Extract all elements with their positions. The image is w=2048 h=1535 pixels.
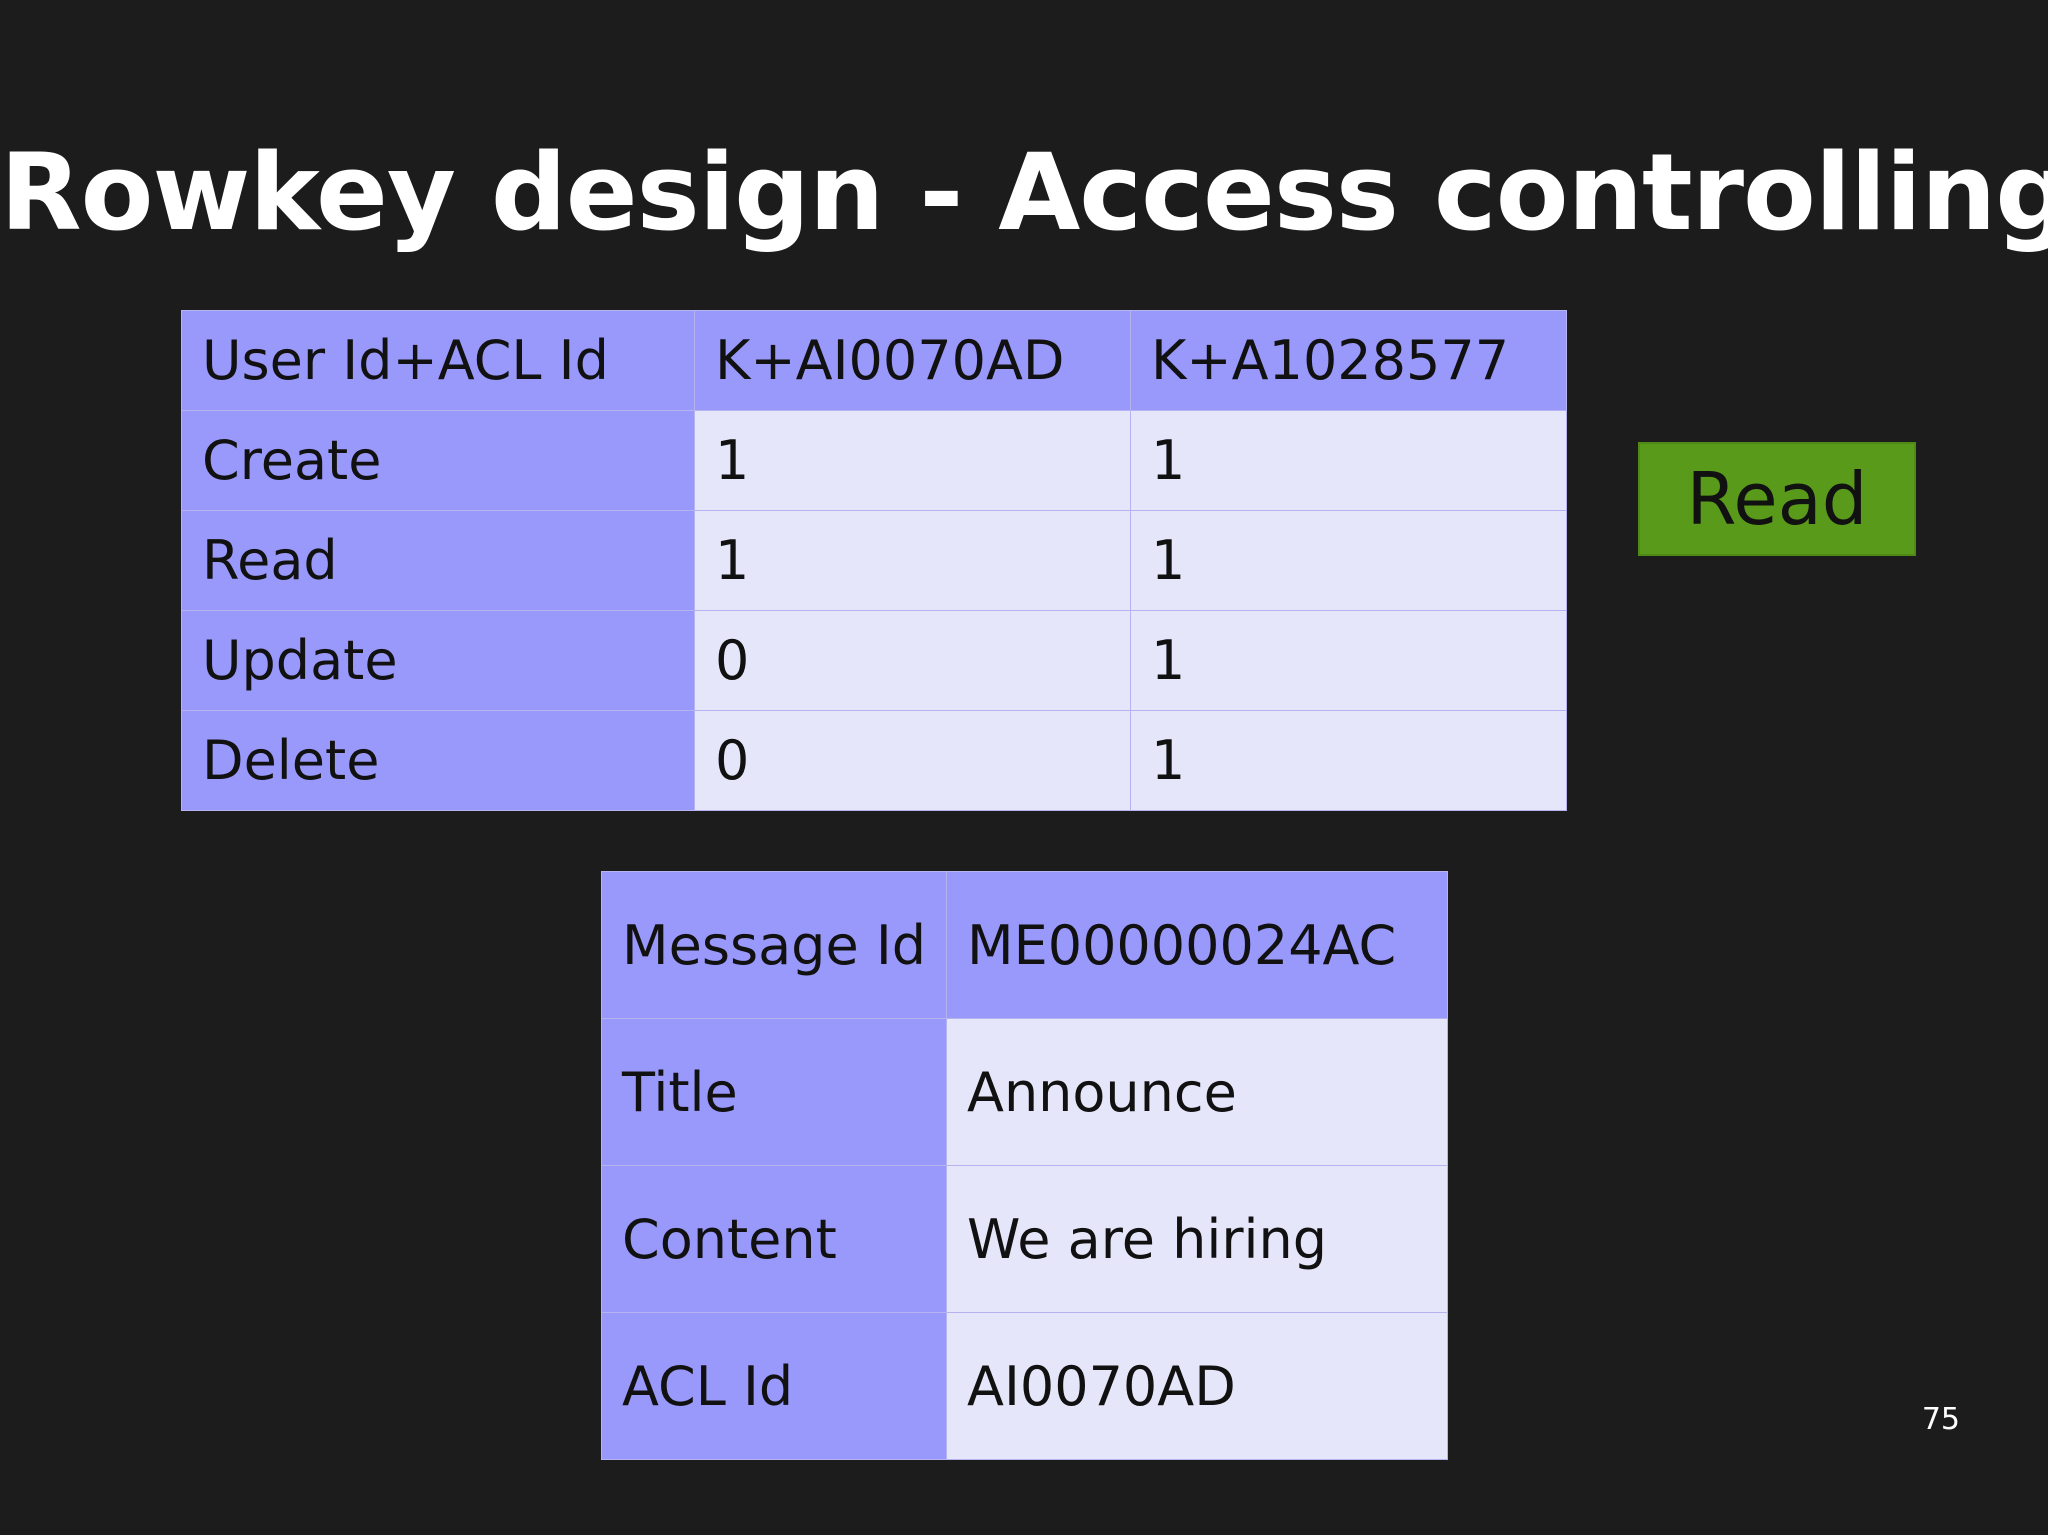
permission-value: 1 <box>694 510 1131 611</box>
slide-title: Rowkey design - Access controlling <box>0 131 2048 254</box>
table-row: Update 0 1 <box>181 610 1567 711</box>
message-field-value: AI0070AD <box>946 1312 1448 1460</box>
permission-value: 0 <box>694 610 1131 711</box>
permission-label: Read <box>181 510 695 611</box>
table-row: Delete 0 1 <box>181 710 1567 811</box>
permission-value: 1 <box>1130 410 1567 511</box>
read-badge: Read <box>1638 442 1916 556</box>
table-row: Create 1 1 <box>181 410 1567 511</box>
message-field-label: ACL Id <box>601 1312 947 1460</box>
table-row: Content We are hiring <box>601 1165 1448 1313</box>
acl-table: User Id+ACL Id K+AI0070AD K+A1028577 Cre… <box>181 310 1567 811</box>
page-number: 75 <box>1921 1402 1960 1437</box>
permission-value: 1 <box>694 410 1131 511</box>
permission-value: 1 <box>1130 710 1567 811</box>
message-table: Message Id ME00000024AC Title Announce C… <box>601 871 1448 1460</box>
permission-label: Create <box>181 410 695 511</box>
message-field-value: ME00000024AC <box>946 871 1448 1019</box>
message-field-value: We are hiring <box>946 1165 1448 1313</box>
table-row: ACL Id AI0070AD <box>601 1312 1448 1460</box>
message-field-value: Announce <box>946 1018 1448 1166</box>
permission-label: Delete <box>181 710 695 811</box>
permission-value: 1 <box>1130 610 1567 711</box>
message-field-label: Content <box>601 1165 947 1313</box>
table-row: Message Id ME00000024AC <box>601 871 1448 1019</box>
acl-table-header-row: User Id+ACL Id K+AI0070AD K+A1028577 <box>181 310 1567 411</box>
table-row: Read 1 1 <box>181 510 1567 611</box>
permission-value: 0 <box>694 710 1131 811</box>
acl-header-cell: K+AI0070AD <box>694 310 1131 411</box>
acl-header-cell: User Id+ACL Id <box>181 310 695 411</box>
acl-header-cell: K+A1028577 <box>1130 310 1567 411</box>
message-field-label: Title <box>601 1018 947 1166</box>
message-field-label: Message Id <box>601 871 947 1019</box>
permission-label: Update <box>181 610 695 711</box>
permission-value: 1 <box>1130 510 1567 611</box>
table-row: Title Announce <box>601 1018 1448 1166</box>
